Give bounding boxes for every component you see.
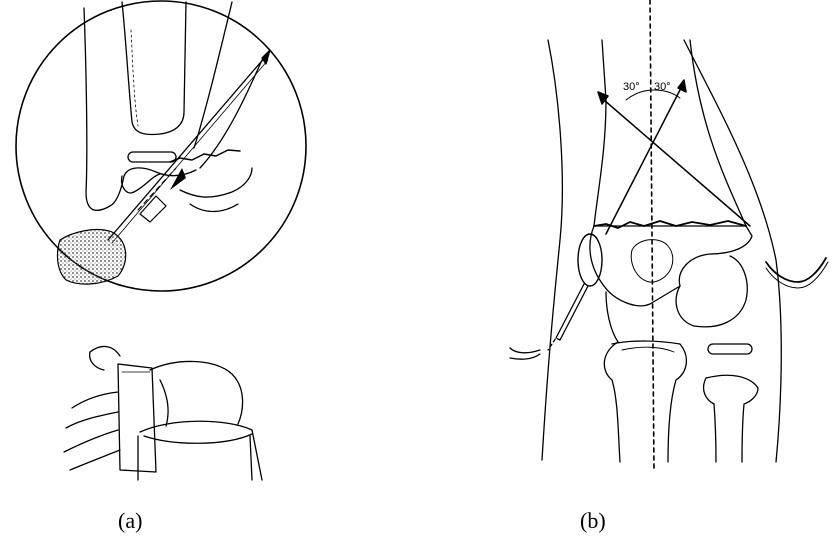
growth-plate (128, 152, 176, 162)
k-wire (108, 50, 270, 243)
panel-b-label: (b) (580, 508, 606, 534)
angle-label-left: 30° (623, 81, 640, 93)
arm-on-support (64, 346, 262, 480)
lateral-pin (510, 234, 602, 359)
radius (604, 292, 620, 462)
skin-outline-left (542, 40, 562, 460)
angle-label-right: 30° (654, 81, 671, 93)
panel-a-label: (a) (118, 508, 142, 534)
crossed-k-wires (598, 80, 750, 234)
panel-b-illustration (510, 0, 828, 470)
panel-a-illustration (16, 1, 306, 480)
humerus-shaft (122, 2, 186, 135)
drill-grip (58, 230, 126, 285)
pin-chuck (140, 196, 166, 222)
humerus (594, 40, 746, 226)
fracture-line-b (594, 221, 746, 228)
olecranon (676, 256, 747, 327)
ulna (704, 378, 716, 462)
central-axis (650, 0, 654, 470)
distal-fragment (590, 226, 752, 306)
